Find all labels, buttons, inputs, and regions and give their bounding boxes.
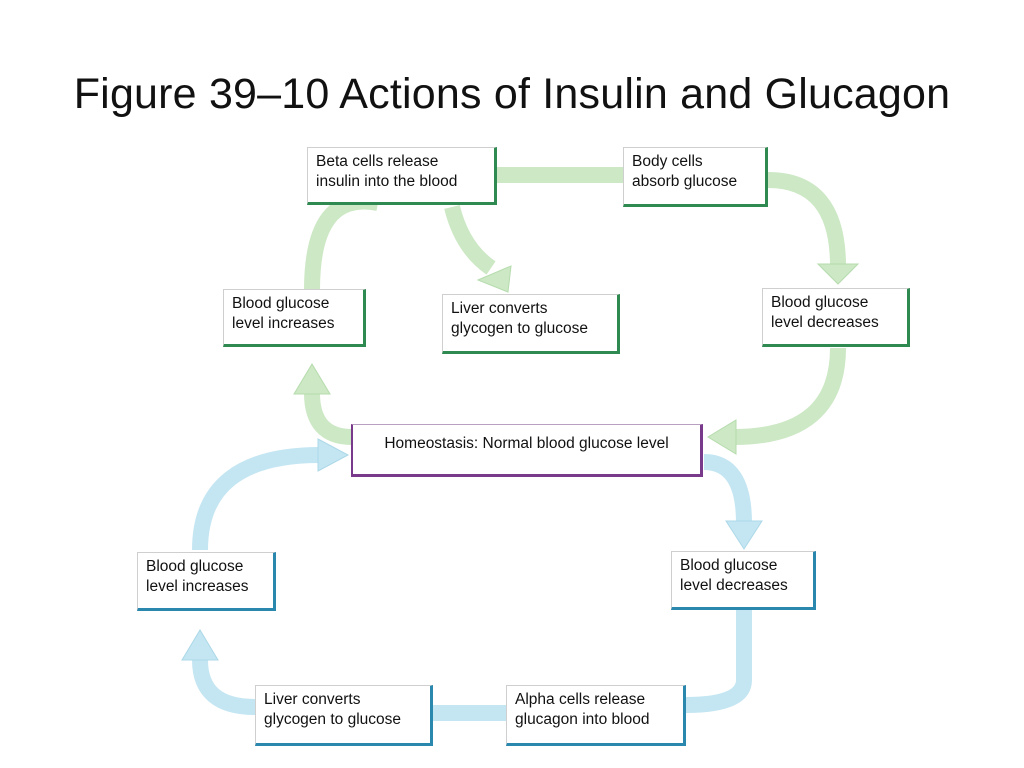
arrow-beta-to-liver xyxy=(444,204,496,275)
insulin-glucose-increases-box: Blood glucose level increases xyxy=(223,289,366,347)
arrow-body-to-decrease xyxy=(767,172,846,267)
arrow-decrease-to-homeostasis xyxy=(733,347,846,445)
box-text-line: level increases xyxy=(146,578,249,595)
arrowhead-liver xyxy=(476,265,512,293)
body-cells-box: Body cells absorb glucose xyxy=(623,147,768,207)
arrowhead-decrease-down xyxy=(725,520,763,550)
box-text-line: absorb glucose xyxy=(632,173,738,190)
arrowhead-body-decrease xyxy=(816,263,860,285)
box-text-line: level decreases xyxy=(680,577,788,594)
arrowhead-homeostasis-right xyxy=(707,419,737,455)
arrowhead-homeostasis-left xyxy=(317,438,350,472)
box-text-line: level increases xyxy=(232,315,335,332)
box-text-line: Alpha cells release xyxy=(515,691,646,708)
arrow-decrease-to-alpha xyxy=(685,610,752,713)
alpha-cells-box: Alpha cells release glucagon into blood xyxy=(506,685,686,746)
box-text-line: Blood glucose xyxy=(771,294,869,311)
box-text-line: Liver converts xyxy=(264,691,361,708)
box-text-line: level decreases xyxy=(771,314,879,331)
insulin-glucose-decreases-box: Blood glucose level decreases xyxy=(762,288,910,347)
glucagon-liver-box: Liver converts glycogen to glucose xyxy=(255,685,433,746)
arrow-increase-to-homeostasis xyxy=(192,447,321,551)
insulin-liver-box: Liver converts glycogen to glucose xyxy=(442,294,620,354)
arrow-homeostasis-to-increase xyxy=(304,392,353,445)
box-text-line: Body cells xyxy=(632,153,703,170)
arrowhead-increase-up xyxy=(293,363,331,395)
homeostasis-label: Homeostasis: Normal blood glucose level xyxy=(384,435,669,452)
box-text-line: glucagon into blood xyxy=(515,711,650,728)
beta-cells-box: Beta cells release insulin into the bloo… xyxy=(307,147,497,205)
box-text-line: Blood glucose xyxy=(680,557,778,574)
homeostasis-box: Homeostasis: Normal blood glucose level xyxy=(351,424,703,477)
box-text-line: glycogen to glucose xyxy=(264,711,402,728)
arrowhead-increase-up-blue xyxy=(181,629,219,661)
arrow-increase-to-beta xyxy=(304,193,380,291)
box-text-line: Liver converts xyxy=(451,300,548,317)
box-text-line: insulin into the blood xyxy=(316,173,458,190)
box-text-line: Beta cells release xyxy=(316,153,439,170)
arrow-homeostasis-to-decrease xyxy=(703,454,752,524)
glucagon-glucose-increases-box: Blood glucose level increases xyxy=(137,552,276,611)
page-title: Figure 39–10 Actions of Insulin and Gluc… xyxy=(73,70,951,118)
arrow-liver-to-increase xyxy=(192,659,256,715)
glucagon-glucose-decreases-box: Blood glucose level decreases xyxy=(671,551,816,610)
box-text-line: Blood glucose xyxy=(146,558,244,575)
box-text-line: Blood glucose xyxy=(232,295,330,312)
box-text-line: glycogen to glucose xyxy=(451,320,589,337)
